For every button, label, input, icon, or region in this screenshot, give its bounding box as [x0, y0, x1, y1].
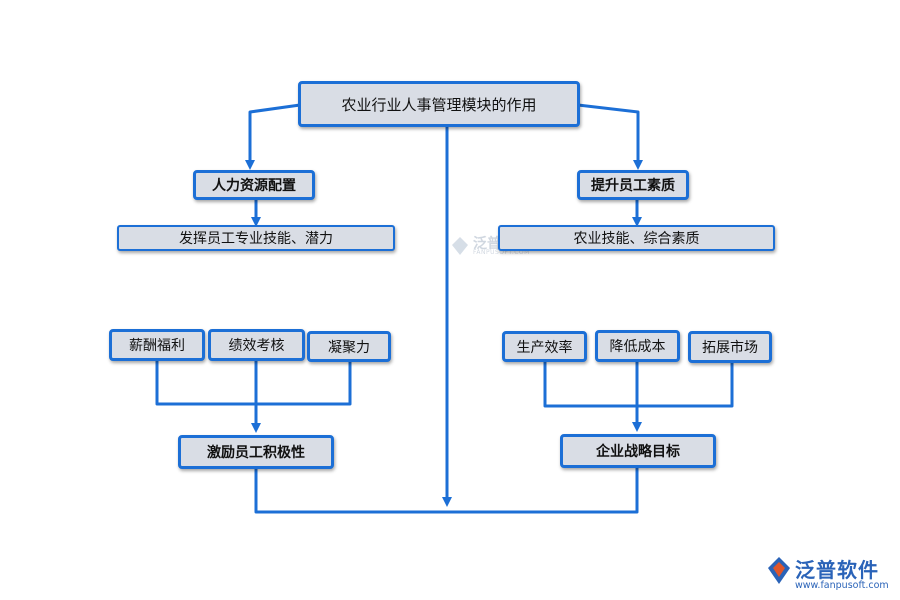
left-item-3: 凝聚力: [328, 339, 370, 356]
left-heading: 人力资源配置: [212, 178, 296, 194]
brand-logo-icon: [768, 557, 790, 584]
right-item-box: 拓展市场: [688, 331, 772, 363]
left-outcome: 激励员工积极性: [207, 445, 305, 461]
left-detail-box: 发挥员工专业技能、潜力: [117, 225, 395, 251]
left-item-2: 绩效考核: [228, 338, 285, 354]
bottom-bracket: [254, 466, 639, 514]
watermark-url: FANPUSOFT.COM: [473, 249, 530, 256]
right-outcome-box: 企业战略目标: [560, 434, 716, 468]
right-item-3: 拓展市场: [702, 340, 758, 356]
right-heading-box: 提升员工素质: [577, 170, 689, 200]
right-heading: 提升员工素质: [591, 178, 675, 194]
left-detail: 发挥员工专业技能、潜力: [179, 231, 333, 247]
brand-logo: 泛普软件 www.fanpusoft.com: [765, 552, 895, 596]
left-item-1: 薪酬福利: [129, 338, 185, 354]
right-outcome: 企业战略目标: [596, 444, 680, 460]
brand-name: 泛普软件: [795, 558, 879, 582]
right-item-box: 降低成本: [595, 330, 680, 362]
right-detail: 农业技能、综合素质: [573, 231, 700, 247]
arrow-title-to-left-heading: [245, 103, 301, 170]
left-heading-box: 人力资源配置: [193, 170, 315, 200]
right-item-box: 生产效率: [502, 331, 587, 362]
right-detail-box: 农业技能、综合素质: [498, 225, 775, 251]
right-item-2: 降低成本: [609, 339, 666, 355]
left-item-box: 薪酬福利: [109, 329, 205, 361]
right-item-1: 生产效率: [516, 339, 573, 356]
left-outcome-box: 激励员工积极性: [178, 435, 334, 469]
arrow-title-to-right-heading: [577, 103, 643, 170]
diagram-title: 农业行业人事管理模块的作用: [341, 95, 537, 114]
watermark-logo-icon: [452, 237, 468, 255]
left-item-box: 凝聚力: [307, 331, 391, 362]
left-item-box: 绩效考核: [208, 329, 305, 361]
brand-url: www.fanpusoft.com: [795, 580, 889, 591]
bracket-left-items: [155, 360, 352, 406]
title-box: 农业行业人事管理模块的作用: [298, 81, 580, 127]
